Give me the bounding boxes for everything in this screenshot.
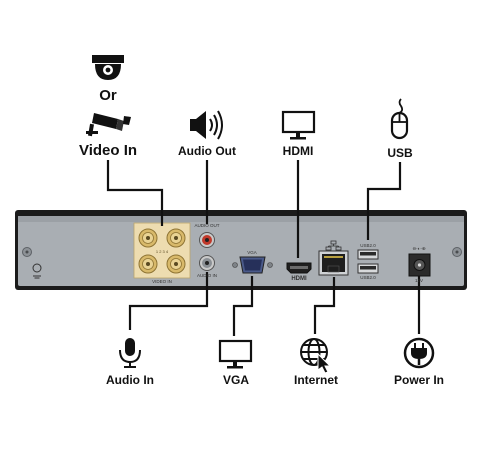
internet-label: Internet — [293, 373, 339, 387]
bnc-port-3[interactable] — [138, 254, 158, 274]
network-icon — [325, 240, 342, 251]
usb-port-1[interactable] — [357, 249, 379, 260]
power-in-label: Power In — [393, 373, 445, 387]
power-plug-icon — [403, 337, 435, 369]
panel-text-video-in: VIDEO IN — [152, 279, 172, 284]
audio-in-label: Audio In — [106, 373, 154, 387]
or-label: Or — [99, 87, 117, 104]
line-audio-in — [128, 272, 209, 330]
mouse-icon — [390, 98, 409, 140]
line-video-in — [106, 160, 164, 226]
panel-text-audio-in: AUDIO IN — [196, 273, 218, 278]
video-in-label: Video In — [78, 142, 138, 159]
bnc-port-2[interactable] — [166, 228, 186, 248]
bullet-camera-icon — [86, 113, 131, 137]
vga-label: VGA — [222, 373, 250, 387]
panel-text-usb1: USB2.0 — [360, 243, 376, 248]
dvr-rear-panel — [15, 210, 467, 290]
vga-port[interactable] — [232, 256, 273, 274]
panel-text-hdmi: HDMI — [291, 276, 307, 282]
monitor-icon-vga — [218, 339, 253, 369]
hdmi-label: HDMI — [282, 144, 314, 158]
line-internet — [313, 277, 336, 334]
panel-text-usb2: USB2.0 — [360, 275, 376, 280]
usb-port-2[interactable] — [357, 263, 379, 274]
panel-text-dc-symbol: ⊖-◐-⊕ — [412, 246, 426, 251]
power-port[interactable] — [408, 253, 431, 277]
monitor-icon-hdmi — [281, 110, 316, 140]
bnc-port-1[interactable] — [138, 228, 158, 248]
line-vga — [232, 276, 254, 336]
globe-icon — [300, 338, 332, 374]
usb-label: USB — [387, 146, 413, 160]
hdmi-port[interactable] — [286, 262, 312, 274]
audio-out-label: Audio Out — [178, 144, 236, 158]
line-usb — [366, 162, 402, 240]
dome-camera-icon — [92, 55, 124, 80]
ground-icon — [32, 263, 42, 279]
audio-in-port[interactable] — [199, 255, 215, 271]
bnc-port-4[interactable] — [166, 254, 186, 274]
panel-text-audio-out: AUDIO OUT — [194, 223, 220, 228]
panel-text-vga: VGA — [247, 250, 257, 255]
svg-text:1 2 3 4: 1 2 3 4 — [156, 249, 169, 254]
microphone-icon — [119, 338, 141, 368]
audio-out-port[interactable] — [199, 232, 215, 248]
speaker-icon — [190, 110, 223, 140]
panel-text-power: 12V — [414, 278, 424, 283]
ethernet-port[interactable] — [318, 250, 349, 276]
video-in-port-group: 1 2 3 4 — [133, 222, 191, 279]
connector-lines — [106, 160, 421, 336]
